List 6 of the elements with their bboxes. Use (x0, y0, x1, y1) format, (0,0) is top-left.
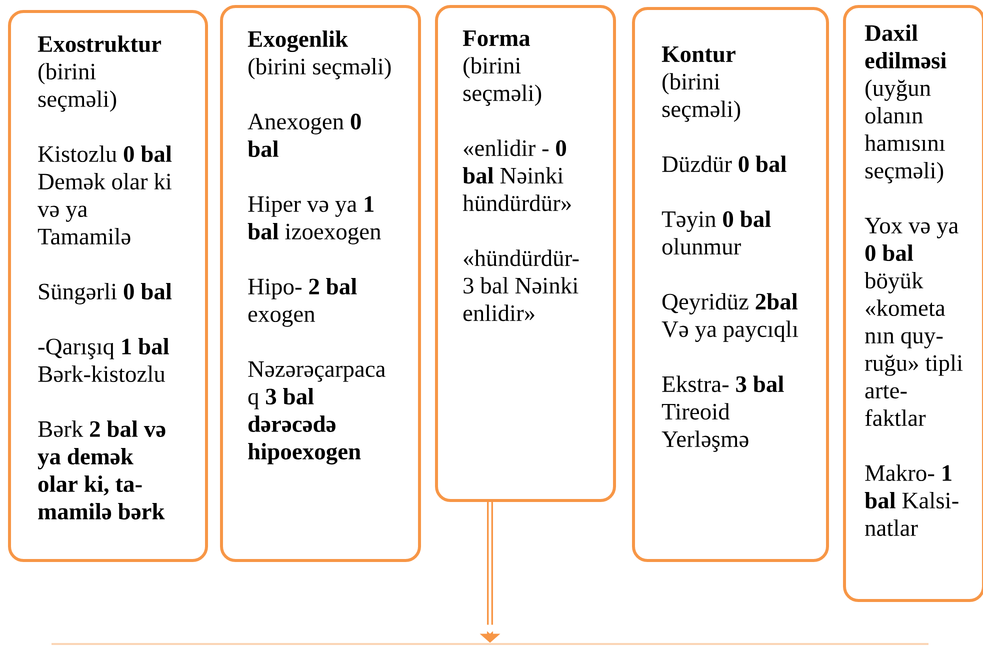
criteria-box: Exostruktur (birini seçməli) Kistozlu 0 bal Demək olar ki və ya Tamamilə Süngərli 0 bal -Qarışıq 1 bal Bərk-kistozlu Bərk 2 bal və ya demək olar ki, ta- mamilə bərk (8, 10, 208, 562)
criteria-box: Kontur (birini seçməli) Düzdür 0 bal Təyin 0 bal olunmur Qeyridüz 2bal Və ya paycıqlı Ekstra- 3 bal Tireoid Yerləşmə (632, 7, 829, 562)
bottom-box (52, 642, 928, 645)
criteria-box: Forma (birini seçməli) «enlidir - 0 bal Nəinki hündürdür» «hündürdür- 3 bal Nəinki enlidir» (435, 5, 616, 502)
criteria-box: Exogenlik (birini seçməli) Anexogen 0 bal Hiper və ya 1 bal izoexogen Hipo- 2 bal exogen Nəzərəçarpaca q 3 bal dərəcədə hipoexogen (220, 5, 421, 562)
criteria-box: Daxil edilməsi (uyğun olanın hamısını seçməli) Yox və ya 0 bal böyük «kometa nın quy- ruğu» tipli arte- faktlar Makro- 1 bal Kalsi- natlar (843, 5, 983, 602)
